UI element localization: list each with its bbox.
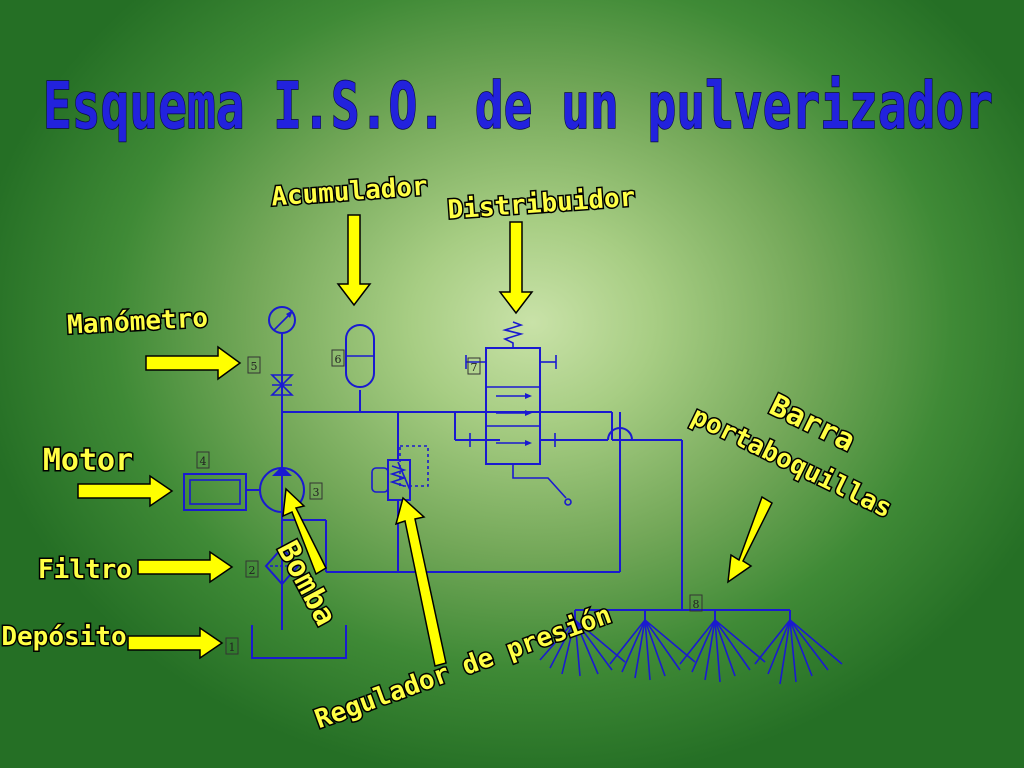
label-deposito: Depósito: [1, 622, 126, 652]
spray-boom-symbol: [539, 609, 843, 685]
line-crossing: [607, 427, 633, 441]
hydraulic-circuit: [281, 332, 683, 630]
tank-symbol: [251, 625, 347, 659]
number-badge-1: 1: [225, 637, 239, 655]
arrow-regulador: [394, 496, 447, 667]
svg-text:7: 7: [471, 361, 478, 374]
arrow-bomba: [282, 487, 327, 576]
label-distribuidor: Distribuidor: [447, 183, 636, 226]
label-regulador: Regulador de presión: [311, 600, 615, 735]
number-badge-8: 8: [689, 594, 703, 612]
label-manometro: Manómetro: [66, 303, 208, 340]
number-badge-7: 7: [467, 357, 481, 375]
manometer-symbol: [268, 306, 296, 396]
number-badge-3: 3: [309, 482, 323, 500]
label-motor: Motor: [43, 443, 133, 478]
arrow-distribuidor: [498, 221, 534, 315]
arrow-motor: [77, 474, 174, 508]
svg-text:8: 8: [693, 598, 700, 611]
arrow-filtro: [137, 550, 234, 584]
arrow-manometro: [145, 345, 242, 381]
filter-symbol: [264, 546, 300, 586]
arrow-barra: [727, 495, 773, 584]
svg-text:4: 4: [200, 455, 207, 468]
svg-text:5: 5: [251, 360, 258, 373]
svg-text:6: 6: [335, 353, 342, 366]
number-badge-2: 2: [245, 560, 259, 578]
number-badge-4: 4: [196, 451, 210, 469]
motor-symbol: [183, 473, 247, 511]
arrow-deposito: [127, 626, 224, 660]
accumulator-symbol: [345, 324, 375, 388]
diagram-title: Esquema I.S.O. de un pulverizador: [43, 70, 993, 144]
svg-text:3: 3: [313, 486, 320, 499]
label-acumulador: Acumulador: [270, 172, 428, 213]
svg-text:1: 1: [229, 641, 236, 654]
pump-symbol: [246, 466, 305, 513]
number-badge-5: 5: [247, 356, 261, 374]
label-filtro: Filtro: [38, 555, 132, 585]
number-badge-6: 6: [331, 349, 345, 367]
distributor-symbol: [465, 321, 572, 506]
arrow-acumulador: [336, 214, 372, 307]
svg-text:2: 2: [249, 564, 256, 577]
pressure-regulator-symbol: [371, 445, 429, 501]
